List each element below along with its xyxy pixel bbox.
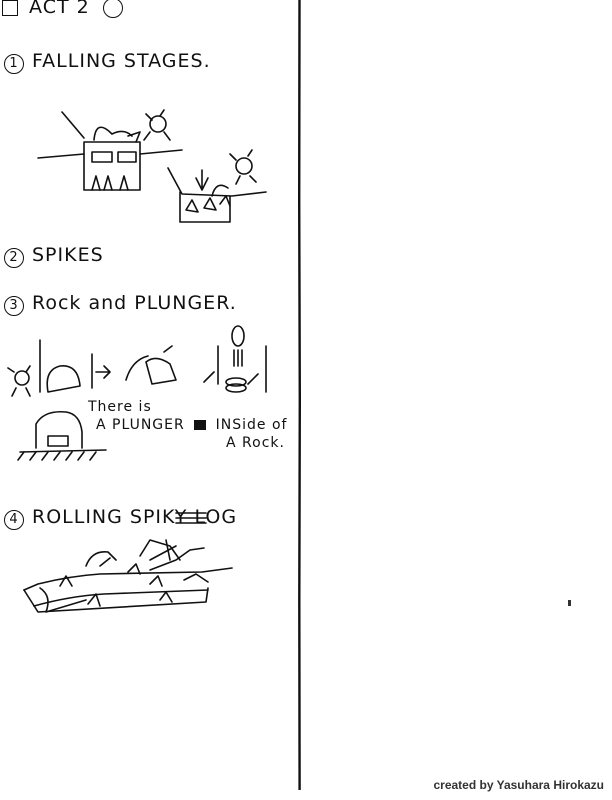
- section-label: Rock and PLUNGER.: [32, 292, 237, 314]
- section-number: 1: [4, 54, 24, 74]
- section-number: 4: [4, 510, 24, 530]
- title-box-icon: [2, 0, 18, 16]
- sketch-drawings: [7, 109, 267, 613]
- section-label: SPIKES: [32, 244, 104, 266]
- strikethrough-scribble: [175, 512, 207, 524]
- title-text: ACT 2: [29, 0, 90, 18]
- section-number: 3: [4, 296, 24, 316]
- note-line: A Rock.: [226, 435, 285, 451]
- page-title: ACT 2: [2, 0, 123, 18]
- section-number: 2: [4, 248, 24, 268]
- section-spikes: 2 SPIKES: [4, 244, 104, 268]
- rolling-log-sketch: [23, 539, 233, 613]
- title-circle-icon: [102, 0, 123, 18]
- page-divider: [298, 0, 301, 790]
- scribble-icon: [194, 420, 207, 430]
- plunger-note: There is A PLUNGER INSide of A Rock.: [88, 398, 287, 452]
- pencil-mark: [568, 600, 571, 606]
- falling-stages-sketch: [37, 109, 267, 223]
- section-label: FALLING STAGES.: [32, 50, 211, 72]
- credit-text: created by Yasuhara Hirokazu: [433, 778, 604, 792]
- section-falling-stages: 1 FALLING STAGES.: [4, 50, 211, 74]
- note-line: There is: [88, 399, 152, 415]
- section-rock-and-plunger: 3 Rock and PLUNGER.: [4, 292, 237, 316]
- rock-plunger-sketch: [7, 325, 267, 461]
- note-line: A PLUNGER INSide of: [96, 417, 288, 433]
